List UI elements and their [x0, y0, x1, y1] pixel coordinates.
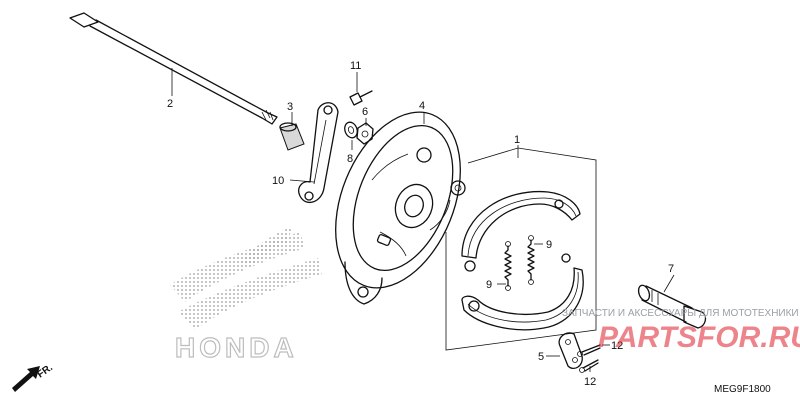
bolt-part — [349, 90, 373, 106]
diagram-code: MEG9F1800 — [714, 384, 771, 395]
front-arrow-icon — [12, 366, 40, 392]
nut-part — [356, 122, 374, 145]
leader-lines — [171, 68, 675, 372]
callout-10: 10 — [272, 175, 284, 187]
cotter-pin-lower-part — [579, 359, 599, 373]
callout-5: 5 — [538, 351, 544, 363]
callout-1: 1 — [514, 134, 520, 146]
rear-axle-part — [69, 12, 278, 125]
callout-9-lower: 9 — [486, 279, 492, 291]
shop-watermark-slogan: ЗАПЧАСТИ И АКСЕССУАРЫ ДЛЯ МОТОТЕХНИКИ — [562, 308, 799, 319]
shoe-plate-part — [558, 332, 583, 370]
front-direction-label: FR. — [35, 362, 55, 380]
brake-cam-part — [637, 284, 707, 329]
callout-numbers: 1 2 3 4 5 6 7 8 9 9 10 11 12 12 — [167, 60, 674, 388]
collar-part — [279, 122, 305, 151]
cotter-pin-upper-part — [577, 344, 601, 357]
torque-arm-part — [298, 102, 339, 204]
shoe-spring-right-part — [527, 235, 535, 285]
washer-part — [344, 121, 358, 139]
callout-2: 2 — [167, 98, 173, 110]
callout-12-lower: 12 — [584, 376, 596, 388]
callout-12-upper: 12 — [611, 340, 623, 352]
shop-watermark-logo: PARTSFOR.RU — [598, 321, 800, 354]
callout-3: 3 — [287, 101, 293, 113]
shop-watermark: ЗАПЧАСТИ И АКСЕССУАРЫ ДЛЯ МОТОТЕХНИКИ PA… — [562, 308, 800, 354]
shoe-spring-left-part — [504, 241, 512, 291]
callout-9-upper: 9 — [546, 239, 552, 251]
callout-6: 6 — [362, 106, 368, 118]
honda-brand-watermark: HONDA — [175, 332, 298, 363]
callout-8: 8 — [347, 153, 353, 165]
brake-shoe-set-part — [445, 147, 597, 351]
callout-7: 7 — [668, 263, 674, 275]
honda-wing-watermark — [170, 226, 322, 330]
callout-4: 4 — [419, 100, 425, 112]
brake-panel-part — [335, 111, 466, 305]
front-direction-indicator: FR. — [12, 362, 55, 392]
callout-11: 11 — [350, 60, 361, 72]
